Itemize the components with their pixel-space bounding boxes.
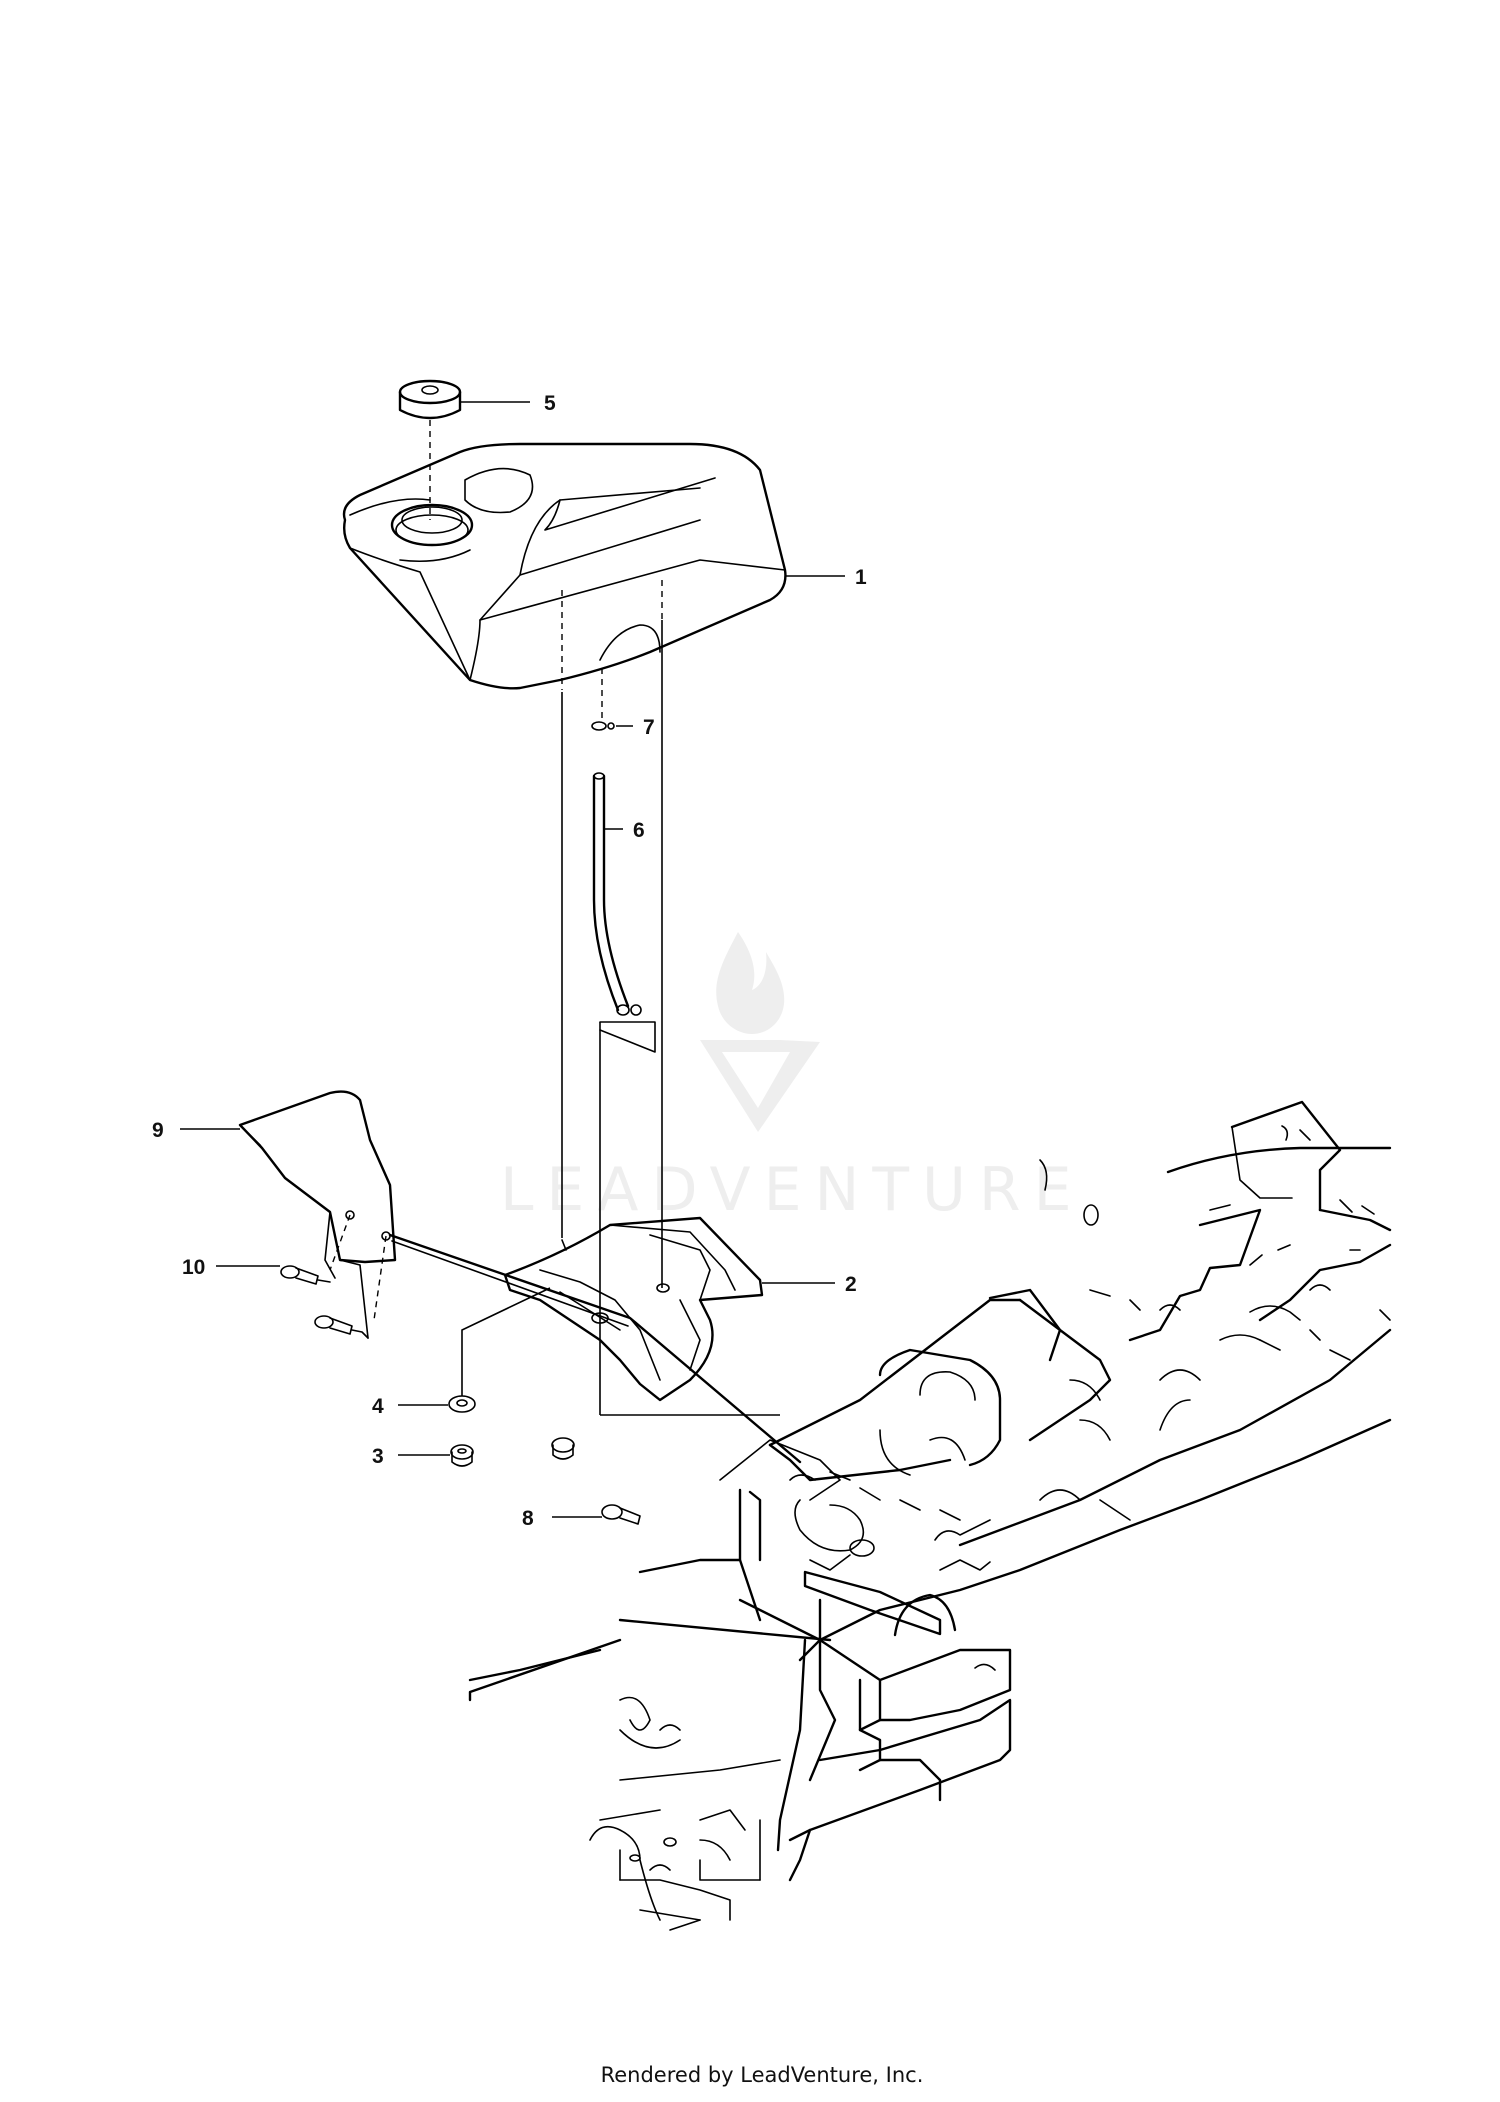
bolt-8 — [601, 1504, 641, 1525]
mount-rod — [388, 1233, 802, 1464]
hose-clamp-top — [591, 721, 615, 731]
tank-bracket — [503, 1216, 764, 1402]
nut-center — [551, 1437, 575, 1460]
fuel-cap — [398, 379, 462, 520]
footer-credit: Rendered by LeadVenture, Inc. — [601, 2063, 924, 2087]
callouts: 1 2 3 4 5 6 7 8 9 10 — [152, 392, 867, 1530]
leadventure-logo-icon — [700, 932, 820, 1132]
callout-7: 7 — [643, 716, 655, 739]
callout-6: 6 — [633, 819, 645, 842]
callout-10: 10 — [182, 1256, 205, 1279]
callout-9: 9 — [152, 1119, 164, 1142]
callout-5: 5 — [544, 392, 556, 415]
callout-leaders — [180, 401, 845, 1518]
bolt-10 — [280, 1265, 331, 1285]
callout-3: 3 — [372, 1445, 384, 1468]
watermark-text: LEADVENTURE — [500, 1155, 1085, 1225]
heat-shield — [238, 1090, 397, 1339]
nut-3 — [450, 1444, 474, 1467]
bolt-lower — [314, 1315, 369, 1339]
mower-frame — [468, 1100, 1392, 1931]
fuel-line — [592, 772, 656, 1053]
alignment-lines — [561, 580, 780, 1416]
fuel-tank — [342, 442, 787, 690]
callout-4: 4 — [372, 1395, 384, 1418]
watermark: LEADVENTURE — [500, 932, 1085, 1225]
washer-4 — [448, 1287, 551, 1413]
callout-2: 2 — [845, 1273, 857, 1296]
callout-1: 1 — [855, 566, 867, 589]
callout-8: 8 — [522, 1507, 534, 1530]
